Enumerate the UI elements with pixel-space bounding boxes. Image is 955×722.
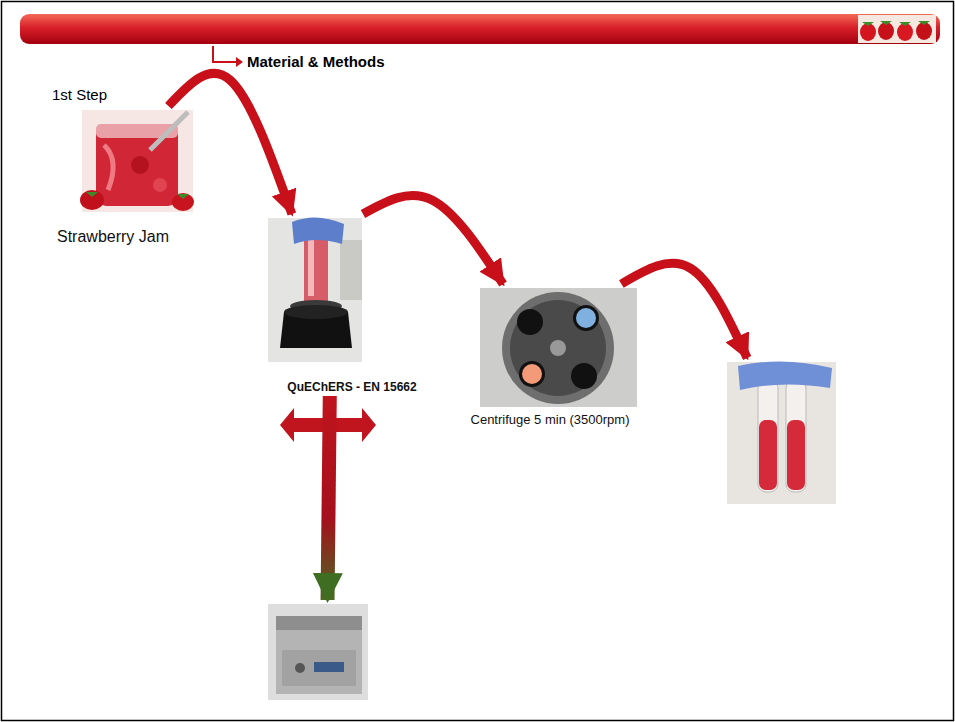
header-strawberries: [858, 15, 936, 43]
vortex-photo: [268, 217, 362, 362]
photo-caption: QuEChERS - EN 15662: [287, 380, 416, 394]
photo-step: [265, 600, 371, 702]
flow-arrow: [363, 195, 503, 284]
flow-arrow: [621, 263, 747, 358]
header-bar: [20, 14, 940, 44]
photo-step: QuEChERS - EN 15662: [265, 214, 423, 396]
photo-step: Centrifuge 5 min (3500rpm): [448, 284, 652, 430]
title-arrow-head: [236, 57, 243, 67]
step-label: 1st Step: [52, 86, 107, 104]
jam-photo: [80, 110, 194, 212]
ultrasonic-bath-photo: [268, 604, 368, 700]
flow-arrow: [328, 396, 330, 600]
tubes-photo: [727, 361, 836, 504]
photo-caption: Centrifuge 5 min (3500rpm): [471, 412, 630, 428]
photo-step: [724, 358, 840, 508]
flow-arrow: [168, 73, 291, 214]
photo-caption: Strawberry Jam: [57, 227, 169, 246]
photo-step: Strawberry Jam: [50, 106, 198, 250]
centrifuge-photo: [480, 288, 637, 407]
title-arrow: [213, 46, 236, 62]
slide-title: Material & Methods: [247, 53, 385, 71]
